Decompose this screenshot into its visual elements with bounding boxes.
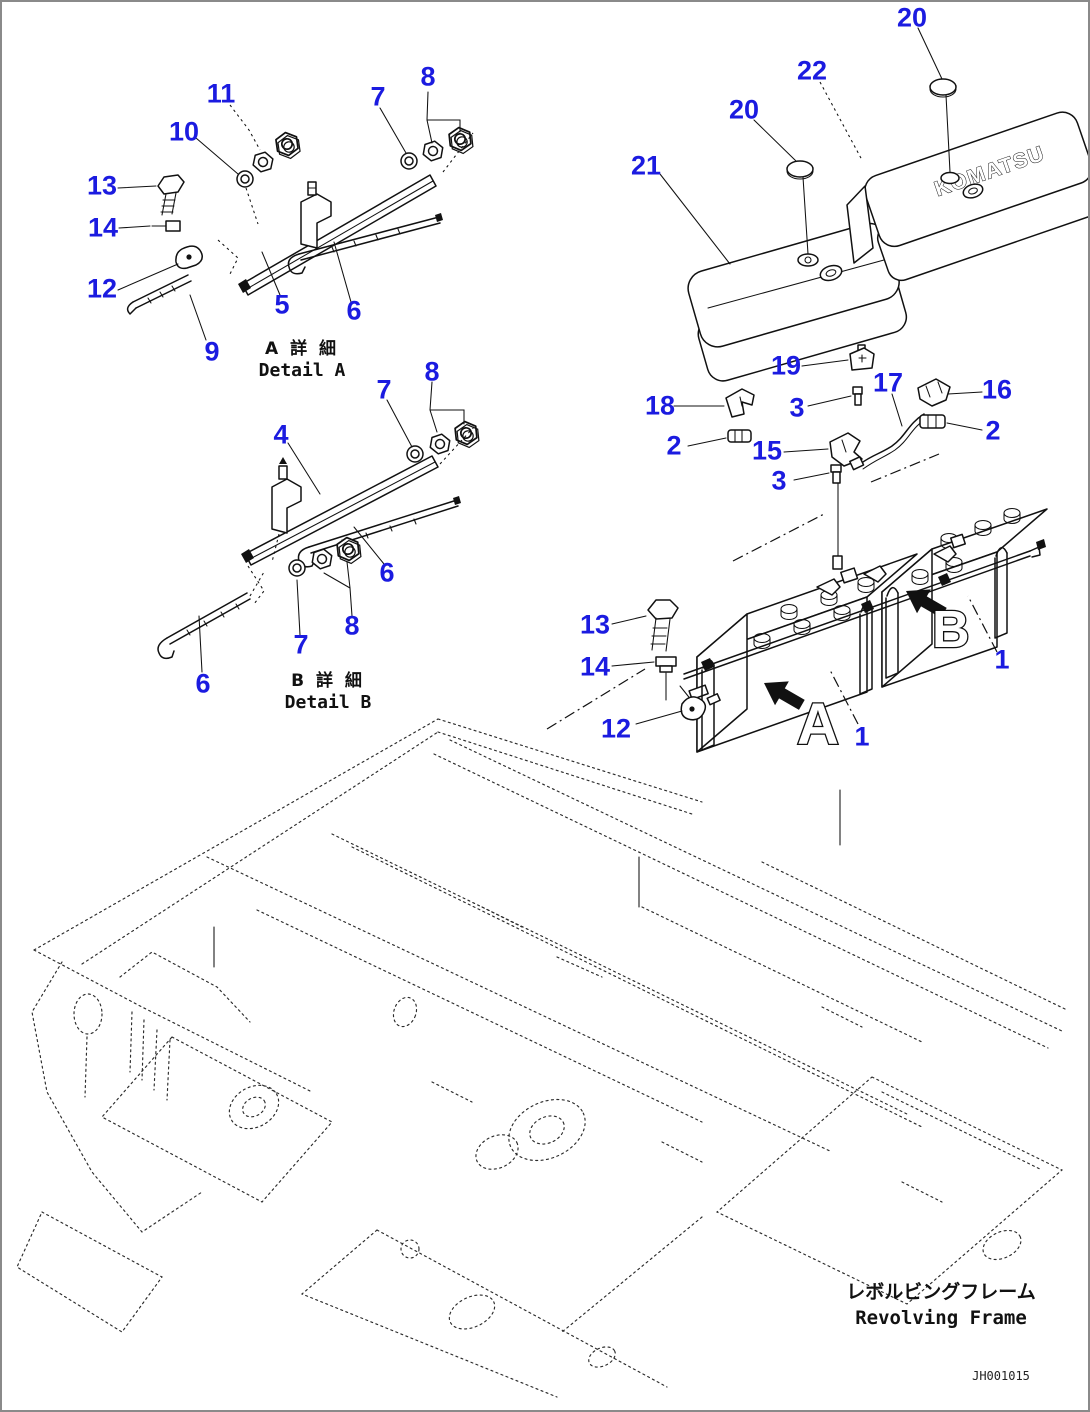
battery-covers-drawing: KOMATSU: [659, 27, 1088, 382]
callout-16: 16: [981, 374, 1013, 405]
callout-12: 12: [86, 273, 118, 304]
callout-20: 20: [896, 2, 928, 33]
drawing-number: JH001015: [972, 1369, 1030, 1383]
callout-19: 19: [770, 350, 802, 381]
callout-8: 8: [420, 61, 436, 92]
detail-a-drawing: [117, 91, 475, 341]
callout-1: 1: [854, 721, 870, 752]
callout-14: 14: [87, 212, 119, 243]
callout-3: 3: [789, 392, 805, 423]
callout-7: 7: [370, 81, 386, 112]
callout-7: 7: [376, 374, 392, 405]
callout-15: 15: [751, 435, 783, 466]
callout-13: 13: [86, 170, 118, 201]
terminal-parts-drawing: [673, 344, 983, 559]
callout-8: 8: [344, 610, 360, 641]
callout-10: 10: [168, 116, 200, 147]
callout-8: 8: [424, 356, 440, 387]
detail-b-caption-en: Detail B: [285, 692, 372, 713]
callout-12: 12: [600, 713, 632, 744]
callout-11: 11: [206, 78, 236, 109]
callout-6: 6: [195, 668, 211, 699]
callout-21: 21: [630, 150, 662, 181]
frame-caption-en: Revolving Frame: [855, 1307, 1027, 1329]
callout-2: 2: [985, 415, 1001, 446]
detail-b-caption-jp: B 詳 細: [291, 670, 365, 691]
callout-6: 6: [346, 295, 362, 326]
callout-18: 18: [644, 390, 676, 421]
view-letter-a: A: [797, 692, 839, 757]
callout-17: 17: [872, 367, 904, 398]
detail-a-caption-en: Detail A: [259, 360, 346, 381]
callout-14: 14: [579, 651, 611, 682]
callout-1: 1: [994, 644, 1010, 675]
frame-caption-jp: レボルビングフレーム: [846, 1280, 1035, 1303]
revolving-frame-drawing: [16, 718, 1068, 1398]
callout-22: 22: [796, 55, 828, 86]
callout-6: 6: [379, 557, 395, 588]
callout-5: 5: [274, 289, 290, 320]
callout-9: 9: [204, 336, 220, 367]
callout-13: 13: [579, 609, 611, 640]
callout-2: 2: [666, 430, 682, 461]
view-letter-b: B: [932, 601, 970, 659]
callout-7: 7: [293, 629, 309, 660]
detail-a-caption-jp: A 詳 細: [265, 338, 339, 359]
callout-20: 20: [728, 94, 760, 125]
callout-3: 3: [771, 465, 787, 496]
callout-4: 4: [273, 419, 289, 450]
detail-b-drawing: [157, 381, 481, 673]
batteries-drawing: [546, 453, 1048, 753]
